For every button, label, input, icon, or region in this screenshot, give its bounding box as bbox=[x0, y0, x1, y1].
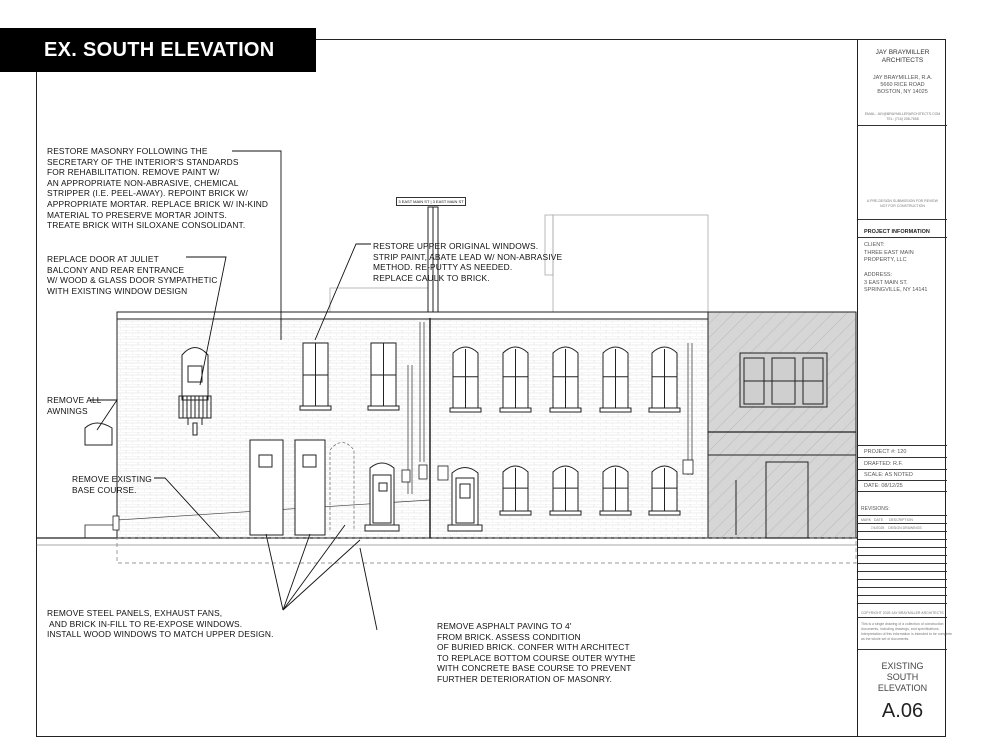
steel-panel-1 bbox=[249, 439, 284, 536]
upper-arched-window bbox=[499, 346, 532, 413]
note-restore-masonry: RESTORE MASONRY FOLLOWING THE SECRETARY … bbox=[47, 146, 269, 231]
lower-center-windows bbox=[499, 465, 681, 516]
upper-window-w2 bbox=[367, 342, 400, 411]
lower-arched-window bbox=[549, 465, 582, 516]
awning bbox=[84, 422, 113, 446]
lower-arched-window bbox=[599, 465, 632, 516]
lower-arched-window bbox=[648, 465, 681, 516]
project-info-label: PROJECT INFORMATION bbox=[864, 229, 930, 235]
steel-panel-2 bbox=[294, 439, 326, 536]
note-restore-upper-windows: RESTORE UPPER ORIGINAL WINDOWS. STRIP PA… bbox=[373, 241, 563, 283]
disclaimer: This is a single drawing of a collection… bbox=[861, 622, 953, 641]
buried-foundation bbox=[116, 537, 857, 564]
note-remove-awnings: REMOVE ALL AWNINGS bbox=[47, 395, 102, 416]
revisions-label: REVISIONS: bbox=[861, 506, 890, 512]
downspout-e bbox=[687, 343, 693, 475]
center-entrance-door bbox=[447, 467, 483, 532]
firm-address: JAY BRAYMILLER, R.A. 5660 RICE ROAD BOST… bbox=[872, 75, 933, 95]
revisions-header: MARK DATE DESCRIPTION bbox=[861, 518, 913, 522]
date: DATE: 08/12/25 bbox=[864, 483, 903, 489]
revision-row: 7/4/2025 DESIGN DRAWINGS bbox=[861, 526, 922, 530]
note-replace-door: REPLACE DOOR AT JULIET BALCONY AND REAR … bbox=[47, 254, 218, 296]
east-wing-hatched bbox=[707, 311, 857, 539]
lower-arched-window bbox=[499, 465, 532, 516]
leader-lines bbox=[90, 150, 378, 631]
upper-window-w1 bbox=[299, 342, 332, 411]
upper-arched-window bbox=[599, 346, 632, 413]
juliet-balcony-door bbox=[178, 347, 212, 436]
sheet-number: A.06 bbox=[881, 700, 924, 722]
drawing-title: EXISTING SOUTH ELEVATION bbox=[877, 661, 928, 693]
stamp-note: A PRE-DESIGN SUBMISSION FOR REVIEW NOT F… bbox=[867, 199, 938, 208]
firm-name: JAY BRAYMILLER ARCHITECTS bbox=[875, 49, 930, 64]
downspout-w bbox=[407, 322, 425, 494]
note-remove-base-course: REMOVE EXISTING BASE COURSE. bbox=[72, 474, 152, 495]
title-block: JAY BRAYMILLER ARCHITECTS JAY BRAYMILLER… bbox=[857, 39, 952, 737]
rear-entrance-door bbox=[364, 462, 400, 532]
upper-arched-window bbox=[449, 346, 482, 413]
drafted-by: DRAFTED: R.F. bbox=[864, 461, 903, 467]
infill-arch bbox=[329, 442, 355, 530]
copyright: COPYRIGHT 2025 JAY BRAYMILLER ARCHITECTS bbox=[861, 611, 944, 615]
note-remove-steel-panels: REMOVE STEEL PANELS, EXHAUST FANS, AND B… bbox=[47, 608, 274, 640]
east-wing-door bbox=[735, 461, 809, 539]
drawing-sheet-border bbox=[36, 39, 946, 737]
street-address-tag: 3 EAST MAIN ST | 3 EAST MAIN ST bbox=[396, 197, 466, 206]
scale: SCALE: AS NOTED bbox=[864, 472, 913, 478]
east-wing-window-group bbox=[739, 352, 828, 408]
upper-center-windows bbox=[449, 346, 681, 413]
sheet-title-banner: EX. SOUTH ELEVATION bbox=[0, 28, 316, 72]
project-number: PROJECT #: 120 bbox=[864, 449, 907, 455]
firm-contact: EMAIL: JAY@BRAYMILLERARCHITECTS.COM TEL:… bbox=[864, 112, 941, 121]
upper-arched-window bbox=[549, 346, 582, 413]
client-address-block: CLIENT: THREE EAST MAIN PROPERTY, LLC AD… bbox=[864, 242, 928, 293]
parapet bbox=[116, 311, 709, 320]
note-remove-asphalt: REMOVE ASPHALT PAVING TO 4' FROM BRICK. … bbox=[437, 621, 636, 684]
upper-arched-window bbox=[648, 346, 681, 413]
